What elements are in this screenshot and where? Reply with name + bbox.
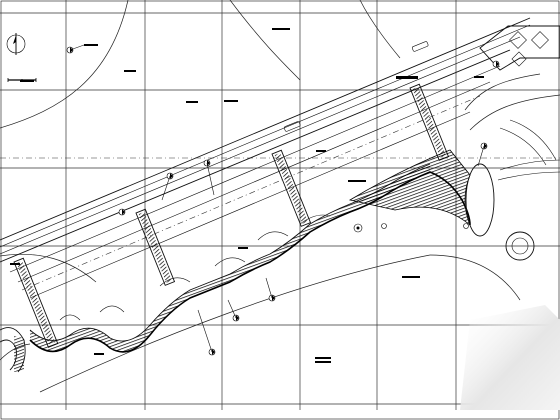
elevation-marker-icon <box>268 294 276 302</box>
oval-lawn <box>465 163 495 237</box>
road-edge <box>29 111 471 299</box>
context-arcs <box>0 0 560 393</box>
pergola-1 <box>13 257 59 348</box>
road-centerline <box>21 95 481 291</box>
building-outline <box>479 25 560 71</box>
pergola-structures <box>13 83 450 348</box>
plaza-hatch <box>348 149 471 226</box>
road-edge <box>17 81 491 283</box>
elevation-marker-icon <box>492 60 500 68</box>
contour-arc <box>0 253 97 283</box>
road-lines <box>0 17 531 299</box>
annotation-labels <box>10 28 484 363</box>
contour-arc <box>0 0 129 129</box>
north-arrow-icon <box>6 33 26 55</box>
contour-arc <box>39 254 431 393</box>
contour-arc <box>359 0 401 59</box>
contour-arc <box>429 254 521 301</box>
road-edge <box>0 36 521 255</box>
elevation-marker-icon <box>118 208 126 216</box>
road-edge <box>0 49 511 263</box>
callout-marker-icon <box>381 223 387 229</box>
vehicles <box>283 41 429 132</box>
right-features <box>465 119 560 261</box>
callout-marker-icon <box>353 223 363 233</box>
leader-lines <box>69 44 485 353</box>
roundabout <box>505 231 535 261</box>
pergola-2 <box>135 208 176 286</box>
road-edge <box>0 17 531 241</box>
car-outline <box>283 121 301 132</box>
car-outline <box>411 41 429 52</box>
contour-arc <box>229 0 301 81</box>
callout-marker-icon <box>463 223 469 229</box>
shaded-area <box>460 305 560 410</box>
contour-arc <box>464 73 541 111</box>
pergola-3 <box>271 149 312 227</box>
road-edge <box>0 24 531 248</box>
contour-arc <box>469 94 560 131</box>
left-terrace <box>0 327 26 373</box>
scalloped-walkway <box>29 149 471 353</box>
